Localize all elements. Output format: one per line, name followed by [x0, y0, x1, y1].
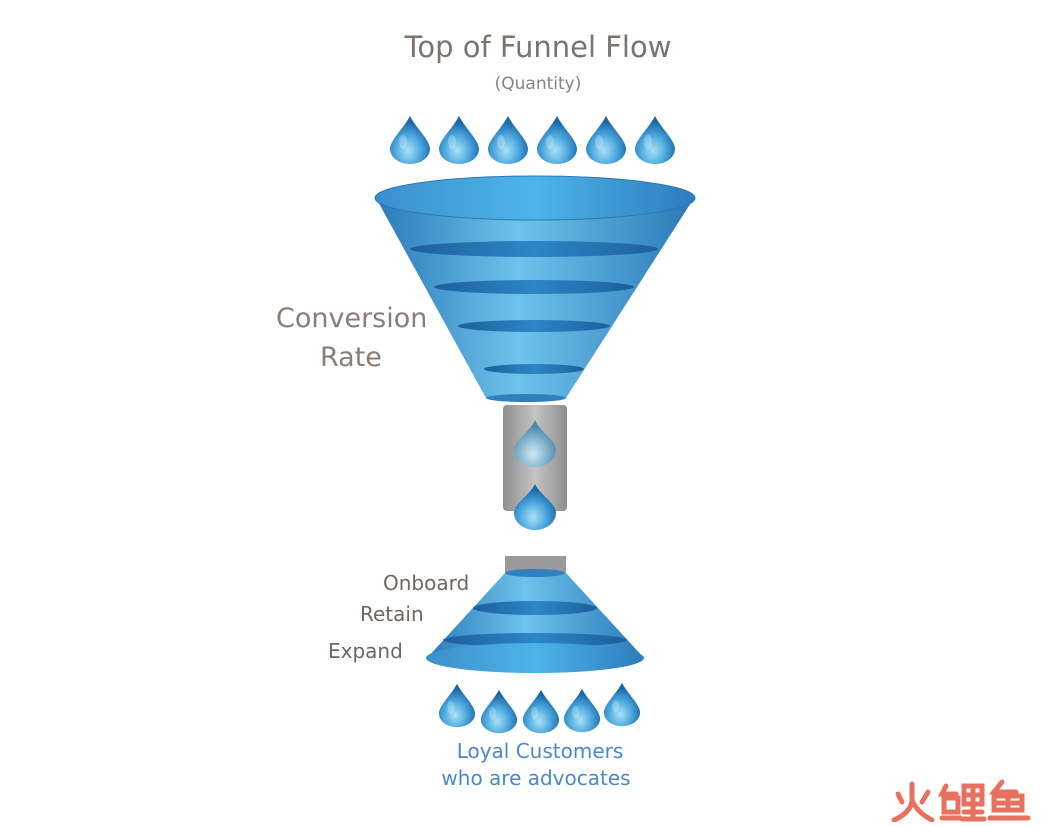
drop-icon: [586, 116, 626, 164]
funnel-band: [434, 280, 634, 294]
main-funnel: [374, 175, 696, 402]
funnel-band: [484, 364, 584, 374]
drop-icon: [438, 683, 476, 728]
drop-icon: [522, 689, 560, 734]
diagram-title: Top of Funnel Flow: [404, 30, 672, 64]
diagram-subtitle: (Quantity): [494, 74, 582, 94]
funnel-band: [443, 633, 627, 647]
drop-icon: [488, 116, 528, 164]
drop-icon: [514, 484, 556, 530]
funnel-band: [410, 241, 658, 257]
conversion-label-line2: Rate: [320, 342, 382, 373]
drop-icon: [514, 420, 556, 467]
drop-icon: [439, 116, 479, 164]
drop-icon: [480, 689, 518, 734]
stage-expand-label: Expand: [328, 639, 403, 663]
outcome-label: Loyal Customers: [456, 739, 624, 763]
top-drops: [390, 116, 675, 164]
conversion-label: Conversion: [276, 303, 428, 334]
watermark-logo: [891, 779, 1031, 822]
drop-icon: [635, 116, 675, 164]
funnel-band: [458, 320, 610, 332]
drop-icon: [537, 116, 577, 164]
drop-icon: [390, 116, 430, 164]
bottom-drops: [438, 682, 641, 734]
funnel-stem: [503, 405, 567, 530]
drop-icon: [603, 682, 641, 727]
stage-onboard-label: Onboard: [383, 571, 470, 595]
funnel-band: [473, 601, 597, 615]
stage-retain-label: Retain: [360, 602, 424, 626]
drop-icon: [563, 688, 601, 733]
lower-funnel: [426, 556, 644, 673]
outcome-label-line2: who are advocates: [441, 766, 631, 790]
